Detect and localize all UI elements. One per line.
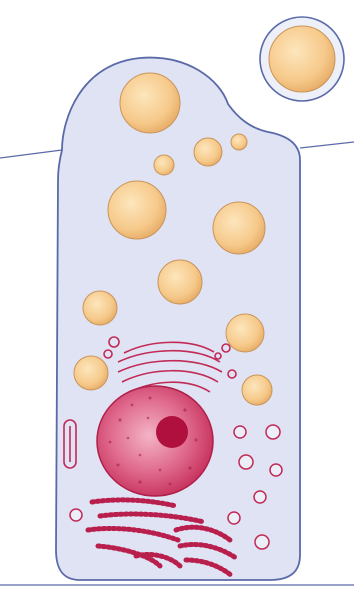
granule bbox=[74, 356, 108, 390]
granule bbox=[194, 138, 222, 166]
granule bbox=[213, 202, 265, 254]
neighbor-line-right-top bbox=[300, 142, 354, 148]
granule bbox=[242, 375, 272, 405]
nucleolus bbox=[156, 416, 188, 448]
released-granule bbox=[260, 17, 344, 101]
neighbor-line-left-top bbox=[0, 150, 62, 158]
granule bbox=[154, 155, 174, 175]
granule bbox=[158, 260, 202, 304]
granule bbox=[108, 181, 166, 239]
granule bbox=[120, 73, 180, 133]
granule bbox=[83, 291, 117, 325]
granule bbox=[231, 134, 247, 150]
nucleus bbox=[97, 386, 213, 496]
granule bbox=[226, 314, 264, 352]
